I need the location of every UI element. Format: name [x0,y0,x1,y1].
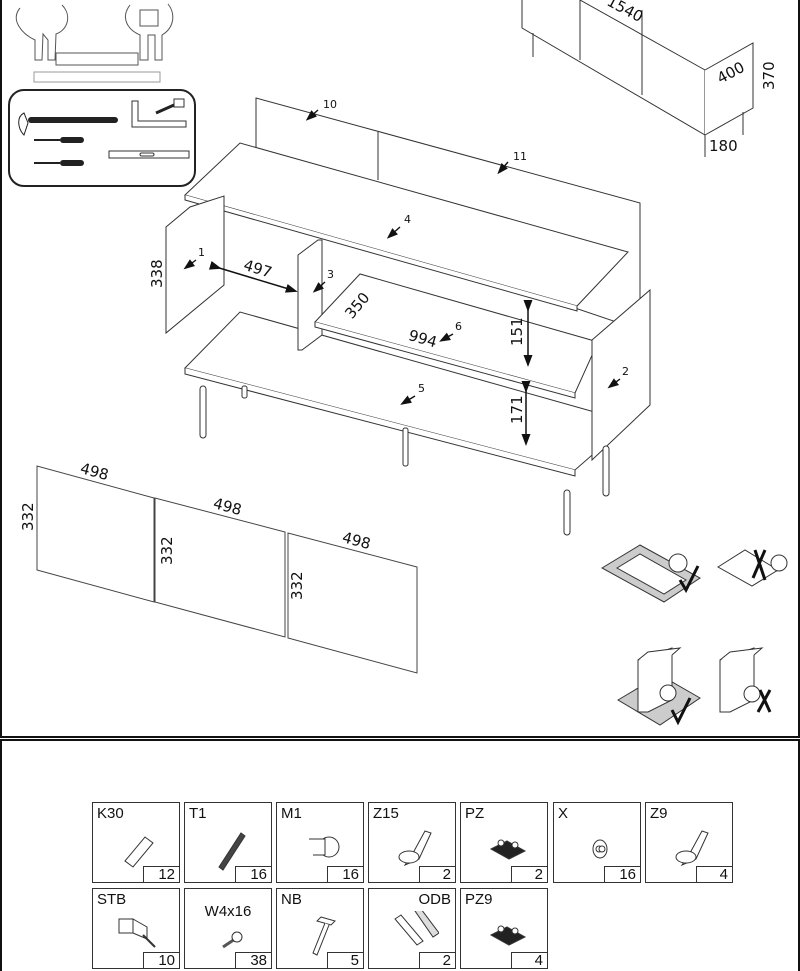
hardware-item-x: X 16 [553,802,641,883]
hardware-item-stb: STB 10 [92,888,180,969]
hardware-code: W4x16 [204,903,252,920]
door-9 [287,532,418,674]
part-label-6: 6 [455,320,462,333]
hardware-item-z15: Z15 2 [368,802,456,883]
warning-stand-soft-ok [617,647,701,726]
part-label-1: 1 [198,246,205,259]
hinge-plate-icon [483,825,531,871]
hardware-item-nb: NB 5 [276,888,364,969]
leg-icon [299,911,347,957]
hardware-item-w4x16: W4x16 38 [184,888,272,969]
square-ruler-icon [131,100,187,128]
wood-dowel-icon [115,825,163,871]
part-label-2: 2 [622,365,629,378]
hardware-count: 4 [511,952,547,969]
hardware-code: NB [281,891,302,908]
part-label-4: 4 [404,213,411,226]
cam-lock-icon [299,825,347,871]
hardware-item-m1: M1 16 [276,802,364,883]
cam-bolt-icon [207,825,255,871]
upper-gap-dim: 151 [508,317,526,346]
tape-measure-icon [155,98,185,115]
hardware-code: Z9 [650,805,668,822]
hardware-item-t1: T1 16 [184,802,272,883]
hardware-count: 16 [604,866,640,883]
hardware-count: 5 [327,952,363,969]
hardware-item-k30: K30 12 [92,802,180,883]
hardware-count: 2 [511,866,547,883]
assembly-drawing: 1540 400 370 180 10 11 4 1 3 6 [15,0,788,726]
hardware-item-odb: ODB 2 [368,888,456,969]
hardware-count: 2 [419,952,455,969]
hardware-count: 38 [235,952,271,969]
hardware-item-z9: Z9 4 [645,802,733,883]
hardware-code: M1 [281,805,302,822]
hardware-code: K30 [97,805,124,822]
door-9-height: 332 [288,571,306,600]
assembly-page-top [0,0,800,738]
hardware-item-pz: PZ 2 [460,802,548,883]
hardware-count: 10 [143,952,179,969]
hinge-icon [391,825,439,871]
shelf-support-icon [115,911,163,957]
screw-icon [207,911,255,957]
hardware-code: X [558,805,569,822]
leg-height-dim: 180 [709,137,738,155]
hardware-count: 16 [235,866,271,883]
hardware-count: 2 [419,866,455,883]
flat-screwdriver-icon [34,160,84,166]
overall-width-dim: 1540 [604,0,646,26]
hinge-icon [668,825,716,871]
hardware-count: 4 [696,866,732,883]
two-person-illustration [15,3,174,83]
door-7 [36,465,155,603]
warning-stand-hard-bad [719,647,772,713]
compartment-width-dim: 497 [241,256,274,282]
cap-icon [576,825,624,871]
hammer-icon [18,112,118,136]
required-tools-panel [8,89,196,187]
hardware-code: T1 [189,805,207,822]
hardware-code: ODB [418,891,451,908]
door-8 [154,497,286,638]
part-label-10: 10 [323,98,337,111]
side-height-dim: 338 [148,259,166,288]
hardware-count: 16 [327,866,363,883]
hardware-count: 12 [143,866,179,883]
warning-hard-floor-bad [717,549,788,587]
door-damper-icon [391,908,440,957]
door-8-height: 332 [158,536,176,565]
exploded-carcass [165,97,651,536]
hardware-code: STB [97,891,127,908]
hardware-item-pz9: PZ9 4 [460,888,548,969]
warning-soft-surface-ok [600,544,701,603]
cabinet-overview [521,0,754,157]
hinge-plate-icon [483,911,531,957]
spirit-level-icon [108,150,190,159]
part-label-11: 11 [513,150,527,163]
hardware-code: PZ9 [465,891,493,908]
door-panels [36,465,418,674]
part-label-3: 3 [327,268,334,281]
lower-gap-dim: 171 [508,395,526,424]
phillips-screwdriver-icon [34,137,84,143]
part-label-5: 5 [418,382,425,395]
hardware-code: PZ [465,805,485,822]
door-7-height: 332 [19,502,37,531]
hardware-code: Z15 [373,805,399,822]
hardware-page [0,739,800,971]
overall-height-dim: 370 [760,61,778,90]
